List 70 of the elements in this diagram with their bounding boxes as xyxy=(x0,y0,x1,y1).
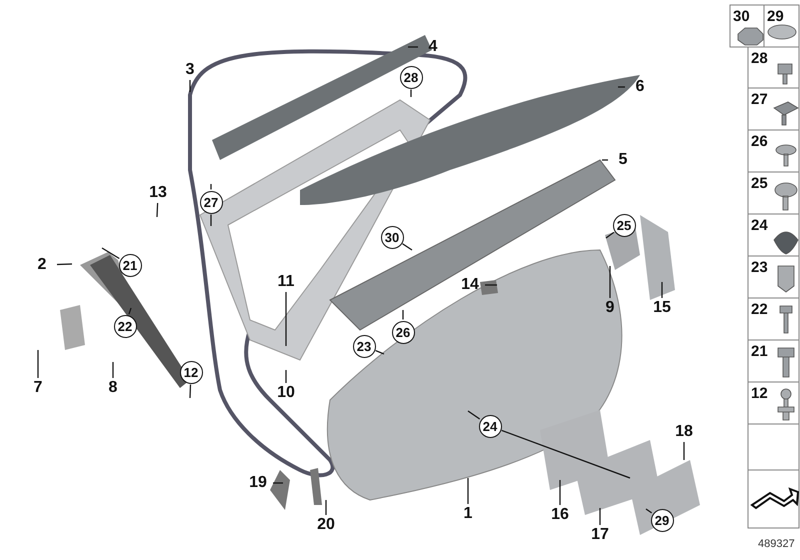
leader-line xyxy=(599,508,601,525)
part-number: 30 xyxy=(733,9,750,25)
part-number: 22 xyxy=(751,302,768,318)
leader-line xyxy=(37,350,39,378)
leader-line xyxy=(467,478,469,504)
callout-number: 15 xyxy=(650,298,674,318)
callout-number: 3 xyxy=(178,60,202,80)
part-number: 29 xyxy=(767,9,784,25)
callout-number: 22 xyxy=(114,314,136,338)
part-number: 24 xyxy=(751,218,768,234)
leader-line xyxy=(402,310,404,320)
leader-line xyxy=(189,80,191,92)
callout-number: 5 xyxy=(611,150,635,170)
part-number: 25 xyxy=(751,176,768,192)
callout-number: 21 xyxy=(118,254,142,276)
leader-line xyxy=(606,232,614,238)
leader-line xyxy=(128,308,132,314)
callout-number: 1 xyxy=(456,504,480,524)
leader-line xyxy=(285,292,287,346)
callout-number: 27 xyxy=(200,190,222,214)
leader-line xyxy=(485,284,497,286)
callout-number: 11 xyxy=(274,272,298,292)
callout-number: 18 xyxy=(672,422,696,442)
callout-number: 28 xyxy=(400,66,422,88)
leader-line xyxy=(375,350,384,355)
leader-line xyxy=(408,46,418,48)
leader-line xyxy=(683,442,685,460)
callout-number: 30 xyxy=(380,226,404,248)
callout-number: 10 xyxy=(274,383,298,403)
leader-line xyxy=(325,500,327,515)
part-number: 26 xyxy=(751,134,768,150)
diagram-number: 489327 xyxy=(758,538,795,550)
callout-number: 25 xyxy=(612,214,636,236)
leader-line xyxy=(609,266,611,298)
callout-number: 26 xyxy=(392,320,414,344)
leader-line xyxy=(661,282,663,298)
leader-line xyxy=(402,243,412,250)
callout-number: 2 xyxy=(30,255,54,275)
leader-line xyxy=(156,202,158,218)
callout-number: 17 xyxy=(588,525,612,545)
callout-number: 19 xyxy=(246,473,270,493)
leader-line xyxy=(285,370,287,383)
leader-line xyxy=(559,480,561,505)
part-number: 12 xyxy=(751,386,768,402)
callout-number: 9 xyxy=(598,298,622,318)
leader-line xyxy=(618,86,625,88)
leader-line xyxy=(602,159,608,161)
part-number: 27 xyxy=(751,92,768,108)
leader-line xyxy=(646,508,652,514)
leader-line xyxy=(56,263,72,266)
callout-number: 6 xyxy=(628,77,652,97)
leader-line xyxy=(189,384,192,398)
callout-number: 8 xyxy=(101,378,125,398)
callout-number: 13 xyxy=(146,183,170,203)
callout-number: 20 xyxy=(314,515,338,535)
part-number: 21 xyxy=(751,344,768,360)
callout-number: 23 xyxy=(352,334,376,358)
callout-number: 16 xyxy=(548,505,572,525)
leader-line xyxy=(468,410,480,420)
leader-line xyxy=(102,247,120,260)
leader-line xyxy=(210,184,212,190)
callout-number: 14 xyxy=(458,275,482,295)
callout-number: 12 xyxy=(180,360,202,384)
part-number: 23 xyxy=(751,260,768,276)
part-number: 28 xyxy=(751,51,768,67)
leader-line xyxy=(210,214,212,226)
leader-line xyxy=(112,362,114,378)
callout-number: 7 xyxy=(26,378,50,398)
leader-line xyxy=(502,430,630,479)
leader-line xyxy=(273,482,283,484)
